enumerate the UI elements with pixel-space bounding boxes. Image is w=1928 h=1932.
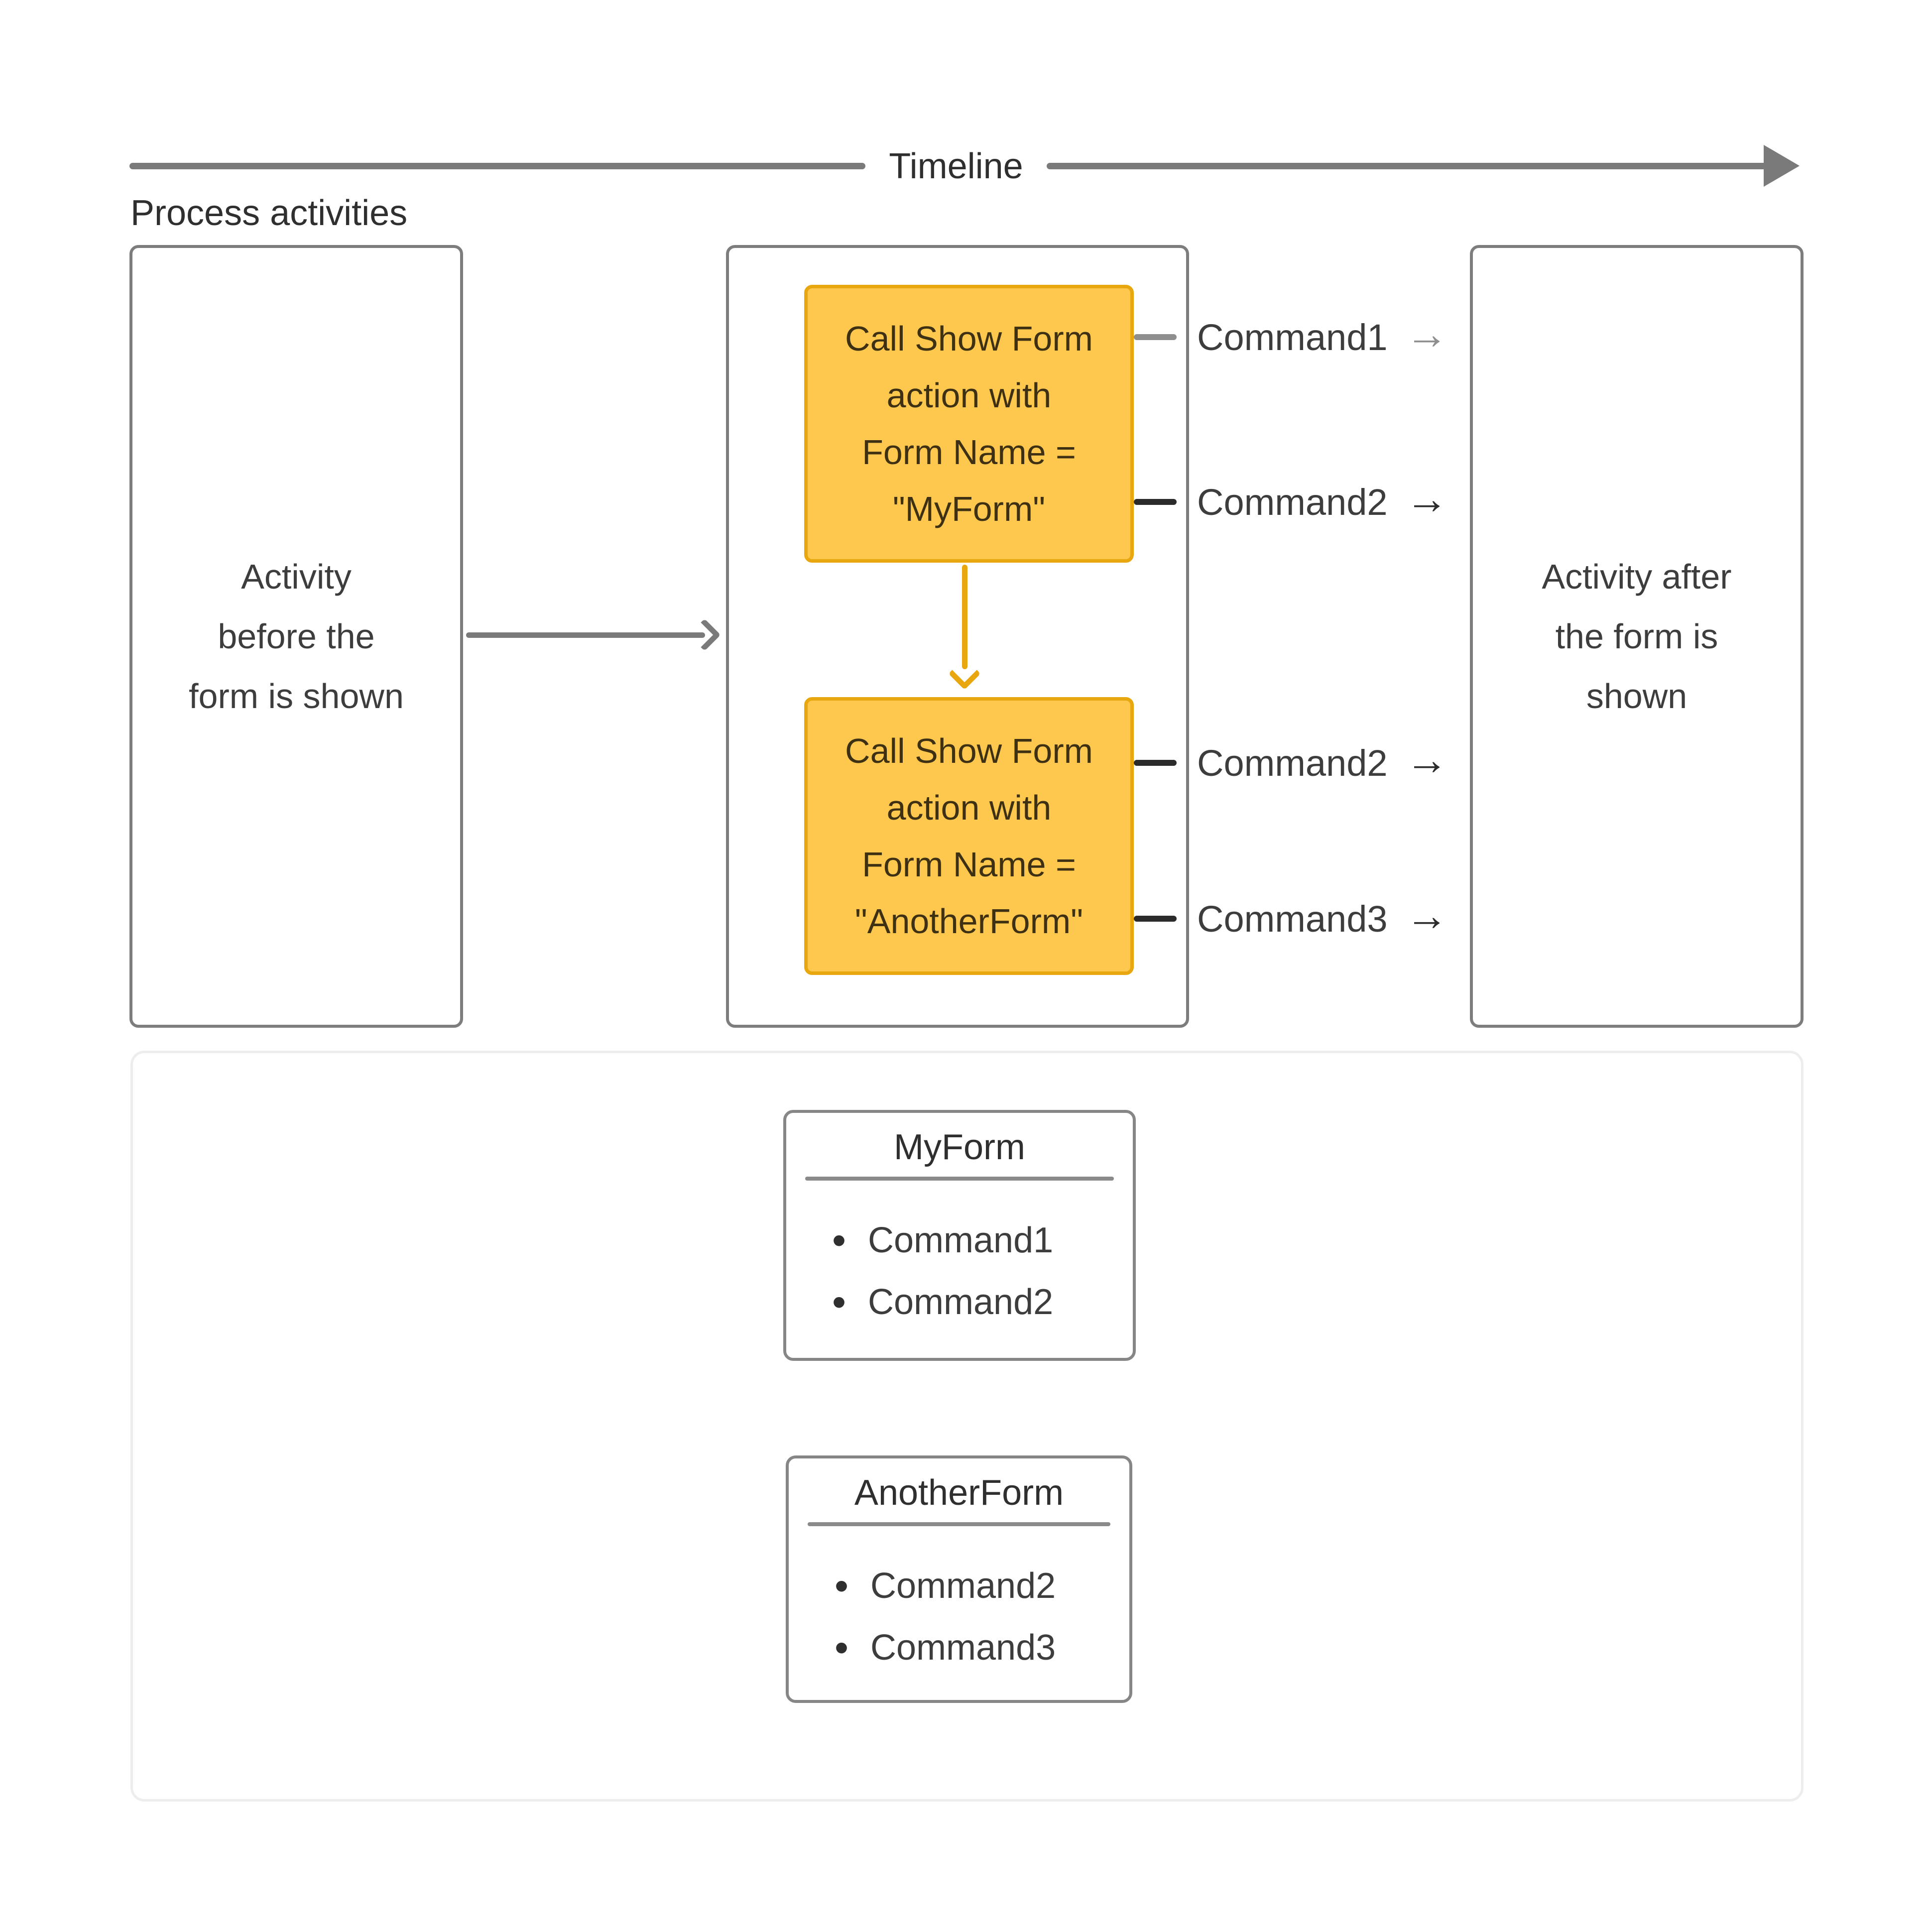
activity-before-box: Activity before the form is shown [129, 245, 463, 1028]
myform-item-command1: Command1 [868, 1220, 1054, 1260]
command1-arrow-icon: → [1405, 310, 1448, 358]
bullet-icon: • [835, 1625, 849, 1670]
flow-arrow-head-icon [688, 618, 721, 651]
command1-label: Command1 [1197, 316, 1388, 358]
show-form-action-anotherform-label: Call Show Form action with Form Name = "… [845, 731, 1093, 941]
list-item: • Command3 [835, 1617, 1129, 1679]
action-sequence-arrow-line [962, 565, 967, 669]
myform-title: MyForm [894, 1127, 1025, 1167]
command3-arrow-icon: → [1405, 892, 1448, 940]
timeline-arrowhead-icon [1764, 145, 1800, 187]
myform-title-divider [805, 1177, 1114, 1181]
timeline-line-left [129, 163, 865, 169]
list-item: • Command2 [835, 1555, 1129, 1617]
command2b-arrow-icon: → [1405, 736, 1448, 784]
bullet-icon: • [832, 1280, 846, 1324]
command3-row: Command3 → [1197, 892, 1448, 940]
process-activities-label: Process activities [130, 193, 408, 233]
show-form-action-myform-label: Call Show Form action with Form Name = "… [845, 319, 1093, 528]
anotherform-item-command3: Command3 [870, 1628, 1056, 1668]
command3-label: Command3 [1197, 898, 1388, 940]
bullet-icon: • [832, 1218, 846, 1262]
activity-before-label: Activity before the form is shown [189, 557, 404, 716]
command1-connector-dash [1134, 334, 1177, 340]
anotherform-item-command2: Command2 [870, 1566, 1056, 1606]
myform-item-command2: Command2 [868, 1282, 1054, 1322]
bullet-icon: • [835, 1564, 849, 1608]
command2b-connector-dash [1134, 760, 1177, 766]
command2-arrow-icon: → [1405, 475, 1448, 523]
myform-card: MyForm • Command1 • Command2 [783, 1110, 1136, 1361]
activity-after-label: Activity after the form is shown [1542, 557, 1732, 716]
command3-connector-dash [1134, 916, 1177, 922]
show-form-action-anotherform: Call Show Form action with Form Name = "… [804, 697, 1134, 975]
command2b-row: Command2 → [1197, 736, 1448, 784]
command1-row: Command1 → [1197, 310, 1448, 359]
command2-label: Command2 [1197, 481, 1388, 523]
timeline-line-right [1047, 163, 1767, 169]
anotherform-title-divider [808, 1522, 1110, 1526]
timeline-label: Timeline [889, 146, 1023, 186]
show-form-action-myform: Call Show Form action with Form Name = "… [804, 285, 1134, 563]
command2-row: Command2 → [1197, 475, 1448, 523]
command2b-label: Command2 [1197, 742, 1388, 784]
myform-command-list: • Command1 • Command2 [832, 1209, 1133, 1333]
activity-after-box: Activity after the form is shown [1470, 245, 1804, 1028]
anotherform-card: AnotherForm • Command2 • Command3 [786, 1455, 1132, 1703]
flow-arrow-line [466, 632, 705, 638]
anotherform-command-list: • Command2 • Command3 [835, 1555, 1129, 1679]
anotherform-title: AnotherForm [854, 1473, 1064, 1513]
list-item: • Command1 [832, 1209, 1133, 1271]
list-item: • Command2 [832, 1271, 1133, 1333]
command2-connector-dash [1134, 499, 1177, 505]
